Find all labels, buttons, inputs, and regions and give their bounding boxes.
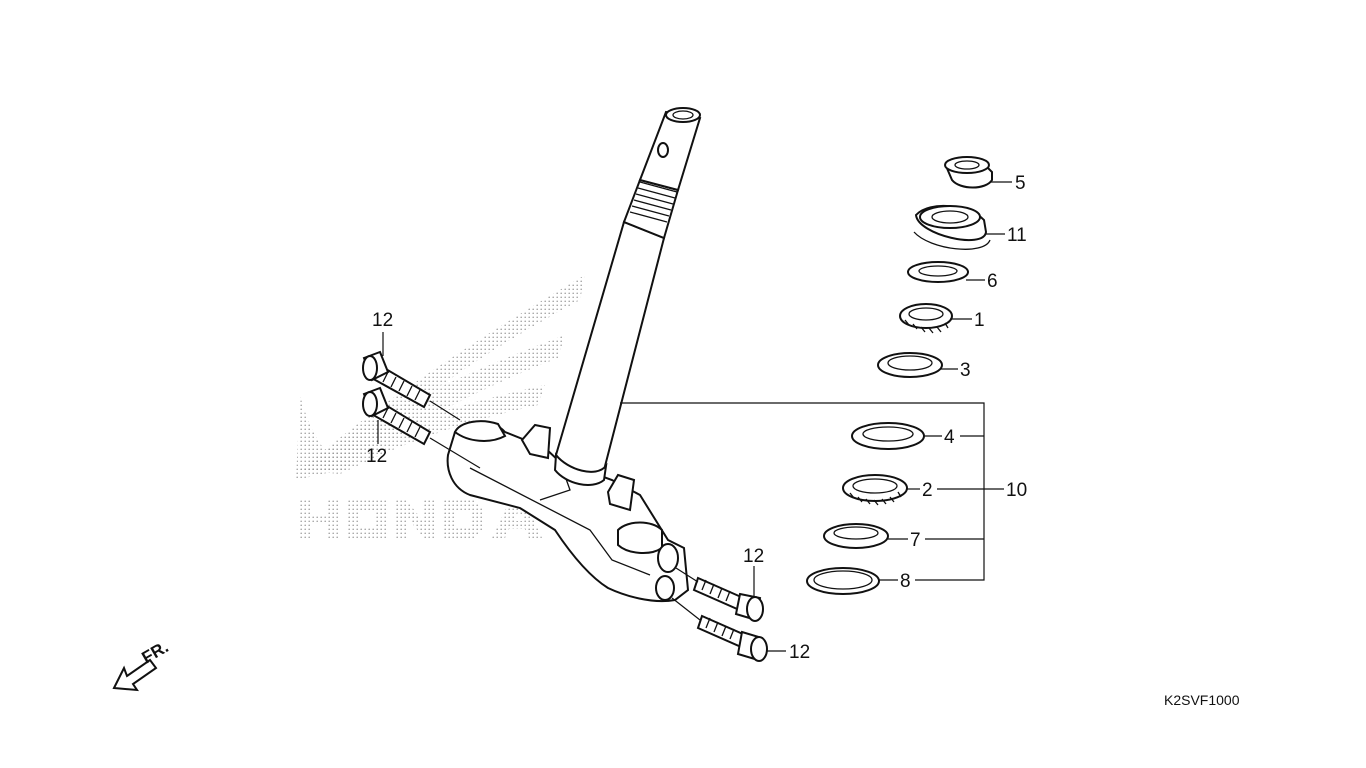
steering-stem <box>446 107 702 603</box>
upper-race-3 <box>877 352 943 378</box>
callout-labels: 5 11 6 1 3 4 2 10 7 8 12 12 12 12 <box>366 173 1027 663</box>
flange-bolt-lower-left <box>362 386 432 446</box>
callout-2: 2 <box>922 480 933 501</box>
lower-race-7 <box>823 523 889 549</box>
part-code: K2SVF1000 <box>1164 692 1240 708</box>
dust-seal-6 <box>907 261 969 283</box>
callout-8: 8 <box>900 571 911 592</box>
upper-bearing-1 <box>899 303 953 334</box>
callout-5: 5 <box>1015 173 1026 194</box>
flange-bolt-lower-right <box>696 614 768 662</box>
arrow-left-down-icon <box>112 658 158 692</box>
lock-nut-5 <box>944 156 993 189</box>
callout-11: 11 <box>1007 225 1027 246</box>
callout-10: 10 <box>1006 480 1027 501</box>
race-4 <box>851 422 925 450</box>
direction-label: FR. <box>139 637 172 667</box>
honda-letters-watermark <box>300 500 542 538</box>
callout-3: 3 <box>960 360 971 381</box>
lower-bearing-2 <box>842 474 908 506</box>
callout-12-lower-left: 12 <box>366 446 387 467</box>
callout-12-lower-right: 12 <box>789 642 810 663</box>
dust-seal-8 <box>806 567 880 595</box>
leader-lines <box>377 181 1012 652</box>
callout-12-upper-right: 12 <box>743 546 764 567</box>
front-direction-arrow: FR. <box>112 637 172 692</box>
callout-7: 7 <box>910 530 921 551</box>
flange-bolt-upper-left <box>362 350 432 409</box>
callout-6: 6 <box>987 271 998 292</box>
flange-bolt-upper-right <box>692 576 764 622</box>
callout-1: 1 <box>974 310 985 331</box>
callout-12-upper-left: 12 <box>372 310 393 331</box>
callout-4: 4 <box>944 427 955 448</box>
adjusting-nut-11 <box>913 204 991 250</box>
